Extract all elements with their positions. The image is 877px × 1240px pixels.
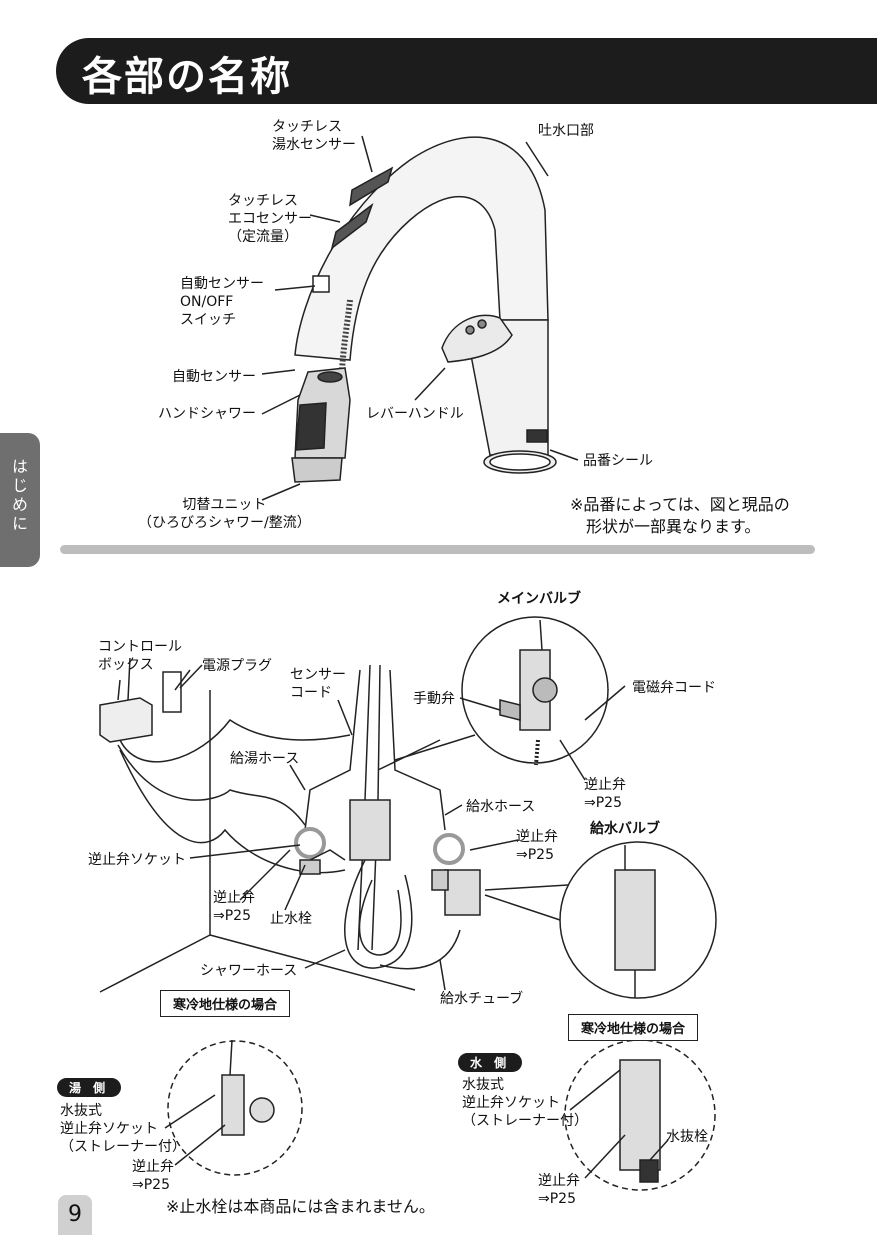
label-hot-hose: 給湯ホース [230, 751, 300, 767]
main-valve-title: メインバルブ [497, 591, 581, 607]
label-solenoid-cord: 電磁弁コード [632, 680, 716, 696]
label-hot-check-valve: 逆止弁 ⇒P25 [132, 1159, 174, 1193]
label-power-plug: 電源プラグ [202, 658, 272, 674]
label-hand-shower: ハンドシャワー [158, 406, 256, 422]
cold-region-box-left: 寒冷地仕様の場合 [160, 990, 291, 1017]
label-check-valve-right: 逆止弁 ⇒P25 [516, 829, 558, 863]
cold-region-box-right: 寒冷地仕様の場合 [568, 1014, 699, 1041]
label-manual-valve: 手動弁 [413, 691, 455, 707]
side-tab [0, 433, 40, 567]
faucet-drawing [261, 135, 579, 501]
label-control-box: コントロール ボックス [98, 639, 182, 673]
water-side-badge: 水 側 [458, 1053, 523, 1072]
label-touchless-hot-sensor: タッチレス 湯水センサー [272, 119, 356, 153]
title-bar [56, 38, 877, 104]
label-serial-seal: 品番シール [583, 453, 653, 469]
supply-valve-title: 給水バルブ [590, 821, 660, 837]
label-hot-drain-socket: 水抜式 逆止弁ソケット （ストレーナー付） [60, 1103, 186, 1155]
hot-side-badge: 湯 側 [57, 1078, 122, 1097]
page-number: 9 [58, 1195, 92, 1235]
label-supply-hose: 給水ホース [466, 799, 536, 815]
piping-drawing [99, 616, 717, 999]
faucet-note: ※品番によっては、図と現品の 形状が一部異なります。 [570, 495, 790, 536]
label-lever-handle: レバーハンドル [366, 406, 464, 422]
label-drain-plug: 水抜栓 [666, 1129, 708, 1145]
side-tab-label: はじめに [9, 458, 28, 534]
label-sensor-cord: センサー コード [290, 667, 346, 701]
footer-note: ※止水栓は本商品には含まれません。 [166, 1197, 435, 1216]
section-divider [60, 545, 815, 554]
label-stop-valve: 止水栓 [270, 911, 312, 927]
label-supply-tube: 給水チューブ [440, 991, 524, 1007]
label-switch-unit: 切替ユニット （ひろびろシャワー/整流） [138, 497, 311, 531]
label-auto-sensor-switch: 自動センサー ON/OFF スイッチ [180, 276, 264, 328]
label-auto-sensor: 自動センサー [172, 369, 256, 385]
label-shower-hose: シャワーホース [200, 963, 298, 979]
label-touchless-eco-sensor: タッチレス エコセンサー （定流量） [228, 193, 312, 245]
label-check-valve-main: 逆止弁 ⇒P25 [584, 777, 626, 811]
label-water-drain-socket: 水抜式 逆止弁ソケット （ストレーナー付） [462, 1077, 588, 1129]
label-spout: 吐水口部 [538, 123, 594, 139]
label-check-valve-socket: 逆止弁ソケット [88, 852, 186, 868]
page-title: 各部の名称 [82, 54, 292, 100]
label-water-check-valve: 逆止弁 ⇒P25 [538, 1173, 580, 1207]
label-check-valve-left: 逆止弁 ⇒P25 [213, 890, 255, 924]
cold-region-drawing [164, 1039, 716, 1191]
